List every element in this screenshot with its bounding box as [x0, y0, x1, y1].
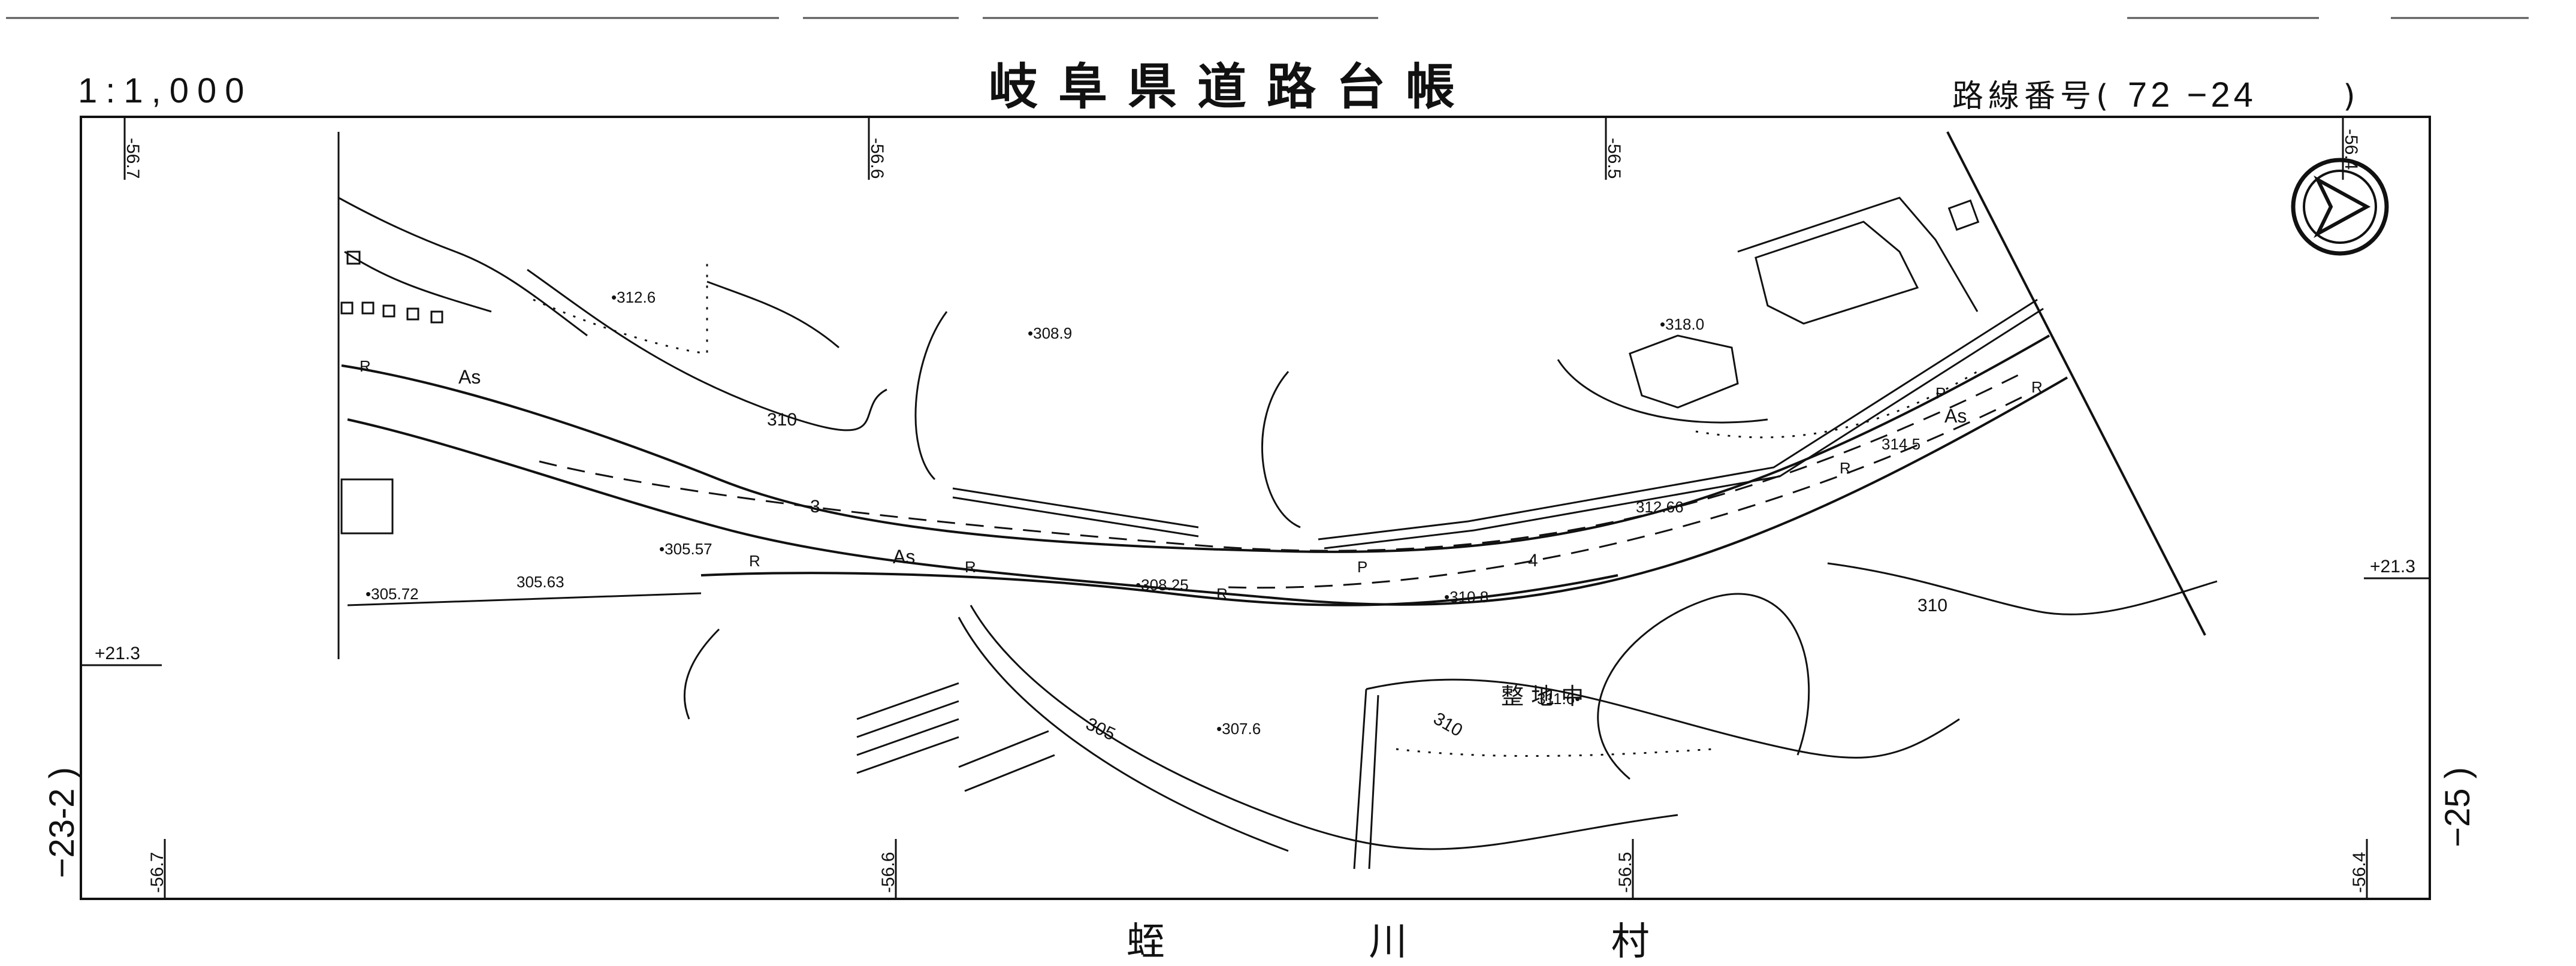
- road-mark: R: [2031, 378, 2043, 396]
- spot-height: 311.6•: [1537, 690, 1580, 708]
- grid-label-bottom: -56.5: [1615, 852, 1635, 893]
- surface-label: As: [1944, 405, 1967, 427]
- field-marks: [347, 592, 1379, 870]
- station-number: 4: [1528, 551, 1538, 570]
- road-mark: R: [1216, 585, 1228, 603]
- spot-height: •305.57: [659, 540, 712, 558]
- grid-label-top: -56.5: [1604, 138, 1624, 179]
- hatched-barrier: [952, 298, 2044, 550]
- grid-label-bottom: -56.7: [147, 852, 167, 893]
- route-suffix: ): [2343, 79, 2360, 114]
- sheet-ref-left: −23-2 ): [43, 767, 81, 879]
- spot-height: •312.6: [611, 288, 656, 306]
- road-mark: R: [749, 552, 760, 570]
- contour-label: 310: [767, 410, 797, 430]
- spot-height: •308.9: [1028, 324, 1072, 342]
- sheet-ref-right: −25 ): [2438, 767, 2477, 847]
- map-frame: [80, 116, 2431, 900]
- spot-height: •318.0: [1660, 315, 1704, 333]
- road-mark: R: [360, 357, 371, 375]
- contour-label: 310: [1917, 596, 1947, 615]
- road-mark: R: [1840, 459, 1851, 477]
- route-number-label: 路線番号( 72 −24 ): [1952, 71, 2360, 116]
- grid-label-right: +21.3: [2370, 557, 2415, 576]
- surface-label: As: [893, 546, 915, 567]
- road-mark: R: [965, 558, 976, 576]
- spot-height: •310.8: [1444, 588, 1488, 606]
- village-name: 蛭 川 村: [1127, 920, 1745, 964]
- north-arrow-icon: [2291, 158, 2389, 256]
- station-number: 3: [810, 497, 820, 517]
- grid-label-top: -56.7: [123, 138, 143, 179]
- spot-height: •307.6: [1216, 720, 1261, 738]
- route-prefix: 路線番号(: [1952, 79, 2113, 114]
- spot-height: 312.66: [1636, 498, 1684, 516]
- map-title: 岐阜県道路台帳: [989, 59, 1476, 116]
- grid-label-top: -56.6: [867, 138, 887, 179]
- road-map: -56.7 -56.6 -56.5 -56.4 -56.7 -56.6 -56.…: [6, 17, 2529, 900]
- grid-label-bottom: -56.4: [2349, 852, 2369, 893]
- right-buildings: [1629, 197, 1980, 409]
- contour-label: 310: [1430, 708, 1466, 741]
- area-note: 整 地 中: [1501, 683, 1584, 710]
- road-mark: P: [1357, 558, 1367, 576]
- spot-height: •305.72: [366, 585, 419, 603]
- contour-label: 305: [1083, 714, 1118, 744]
- grid-label-top: -56.4: [2341, 129, 2361, 170]
- road-mark: P: [1935, 384, 1946, 402]
- grid-label-bottom: -56.6: [878, 852, 898, 893]
- grid-label-left: +21.3: [95, 644, 140, 663]
- main-road: [341, 131, 2206, 636]
- spot-height: 314.5: [1882, 435, 1920, 453]
- left-buildings: [337, 132, 588, 659]
- spot-height: •308.25: [1136, 576, 1189, 594]
- map-scale: 1:1,000: [78, 71, 253, 110]
- route-number: 72 −24: [2127, 76, 2257, 114]
- spot-height: 305.63: [517, 573, 564, 591]
- surface-label: As: [458, 366, 481, 388]
- contours: [527, 268, 2218, 852]
